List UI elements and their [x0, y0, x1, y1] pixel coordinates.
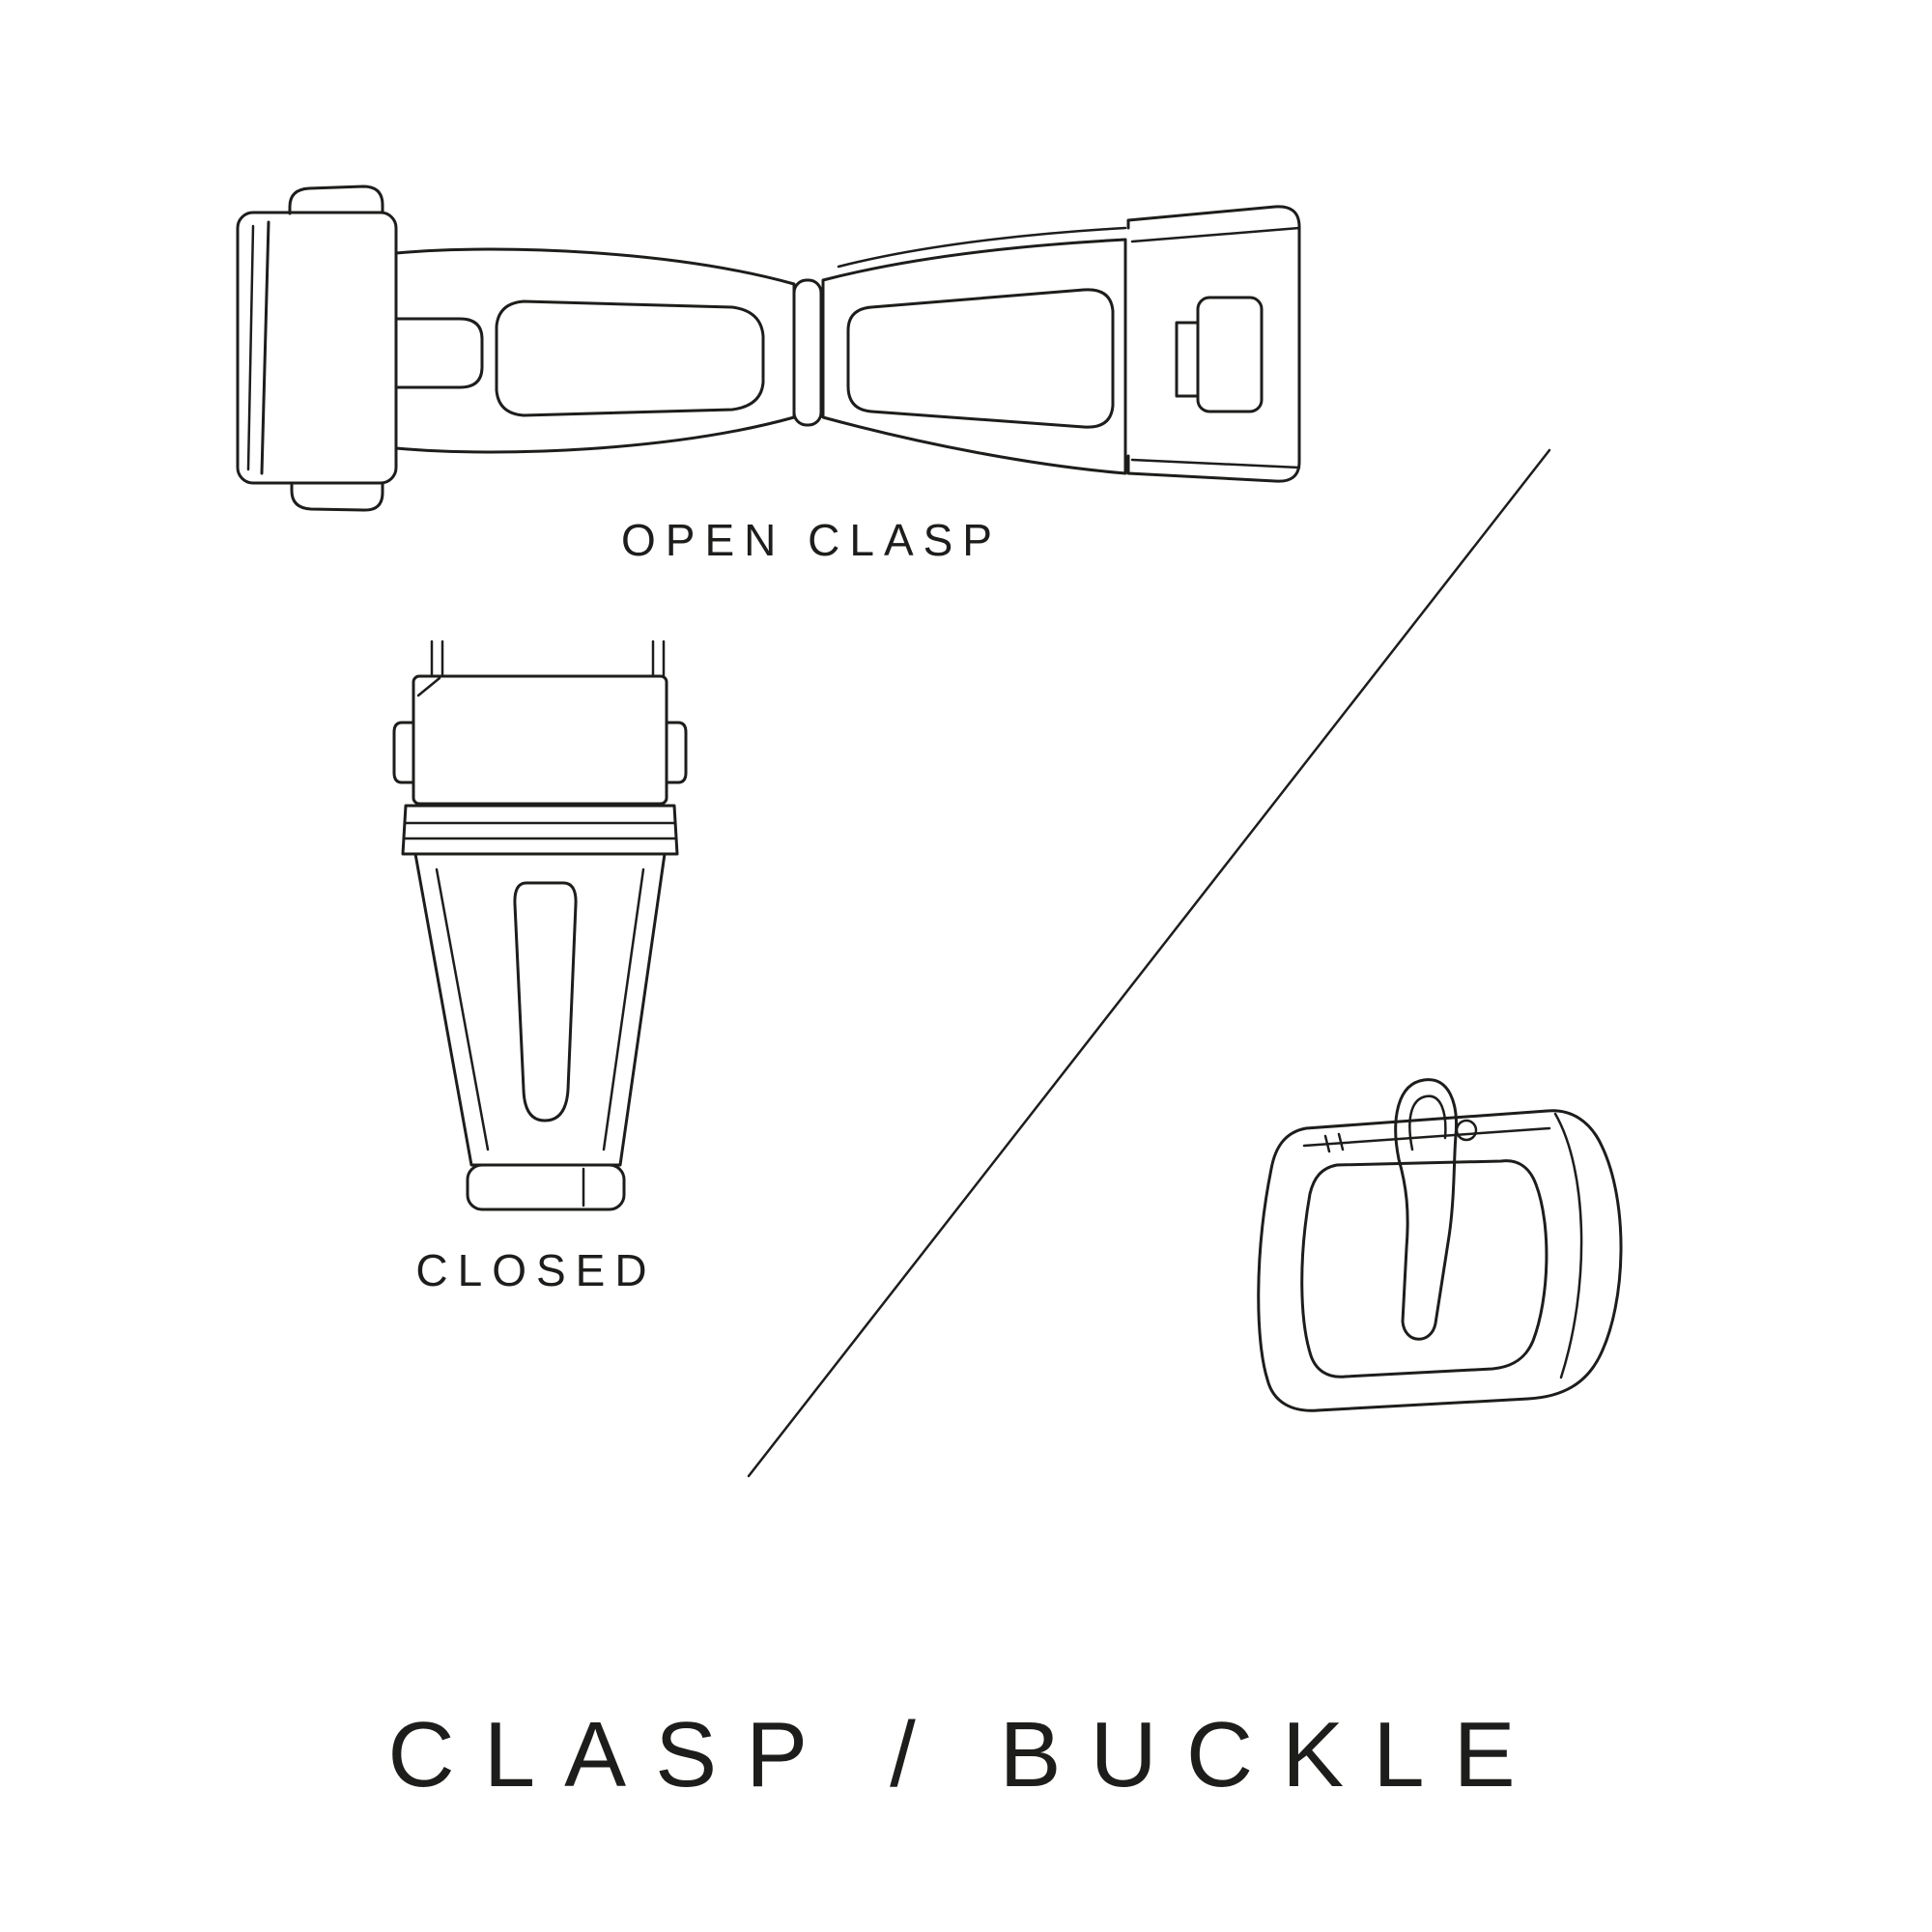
buckle-tongue	[1394, 1078, 1459, 1341]
diagram-title: CLASP / BUCKLE	[387, 1703, 1545, 1806]
open-clasp-hinge	[792, 278, 823, 427]
buckle-pin	[1302, 1126, 1551, 1148]
open-clasp-end-piece	[1126, 205, 1301, 483]
closed-clasp-illustration	[392, 639, 688, 1211]
buckle-frame	[1257, 1109, 1623, 1412]
open-clasp-illustration	[236, 185, 1301, 512]
open-clasp-right-arm	[821, 238, 1127, 475]
buckle-illustration	[1257, 1078, 1623, 1412]
closed-clasp-cover	[412, 674, 668, 806]
closed-label: CLOSED	[415, 1245, 657, 1295]
closed-clasp-body	[413, 852, 667, 1167]
open-clasp-left-arm	[394, 247, 796, 454]
open-clasp-label: OPEN CLASP	[621, 515, 1002, 565]
divider-diagonal-line	[747, 448, 1551, 1478]
closed-clasp-end-bar	[466, 1163, 626, 1211]
